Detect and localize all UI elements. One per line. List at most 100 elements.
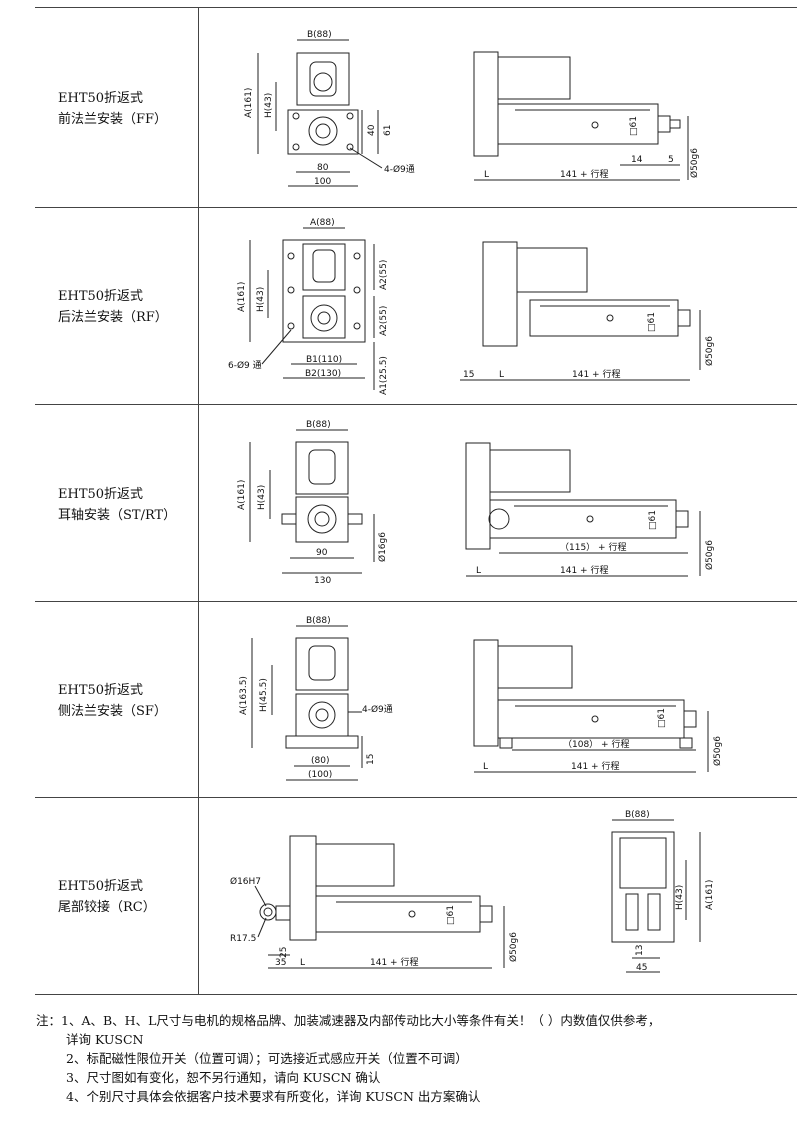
rod-end — [669, 119, 681, 129]
mount-hole — [353, 286, 361, 294]
dim-label: A(161) — [244, 88, 254, 118]
motor-body — [489, 449, 571, 493]
side-foot — [679, 737, 693, 749]
row-label-st: EHT50折返式 耳轴安装（ST/RT） — [58, 484, 176, 526]
rod — [675, 510, 689, 528]
trunnion-pin — [281, 513, 297, 525]
rod-inner-circle — [317, 311, 331, 325]
row-title: EHT50折返式 — [58, 91, 144, 106]
dim-label: （108） + 行程 — [563, 738, 629, 750]
rod — [657, 115, 671, 133]
motor-body — [516, 247, 588, 293]
leader-line — [257, 917, 267, 938]
dim-label: L — [483, 762, 488, 772]
dim-label: 80 — [317, 163, 329, 173]
rc-side-view — [254, 835, 505, 969]
dim-label: 130 — [314, 576, 331, 586]
clevis-eye — [259, 903, 277, 921]
dim-label: □61 — [648, 510, 658, 530]
motor-connector — [308, 645, 336, 681]
dim-label: 6-Ø9 通 — [228, 360, 262, 371]
note-2: 2、标配磁性限位开关（位置可调）；可选接近式感应开关（位置不可调） — [66, 1051, 468, 1066]
side-foot — [499, 737, 513, 749]
dim-label: 4-Ø9通 — [384, 164, 415, 175]
notes-section: 注：1、A、B、H、L尺寸与电机的规格品牌、加装减速器及内部传动比大小等条件有关… — [36, 1011, 660, 1106]
dim-label: 45 — [636, 963, 647, 973]
dim-label: 14 — [631, 155, 643, 165]
note-1-cont: 详询 KUSCN — [66, 1032, 144, 1047]
dim-label: B(88) — [307, 30, 332, 40]
dim-label: L — [300, 958, 305, 968]
dim-label: L — [484, 170, 489, 180]
table-border-top — [35, 7, 797, 8]
rod-inner-circle — [314, 511, 330, 527]
dim-label: □61 — [657, 708, 667, 728]
dim-label: 15 — [366, 754, 376, 765]
sensor-screw — [591, 121, 599, 129]
row-label-rc: EHT50折返式 尾部铰接（RC） — [58, 876, 156, 918]
dim-label: 40 — [367, 124, 377, 136]
flange — [473, 51, 499, 157]
st-front-view — [249, 429, 375, 574]
dim-label: 141 + 行程 — [560, 168, 608, 180]
dim-label: A1(25.5) — [379, 356, 389, 395]
row-mount-type: 耳轴安装（ST/RT） — [58, 508, 177, 523]
rf-side-view — [460, 241, 701, 381]
dim-label: B2(130) — [305, 369, 341, 379]
row-mount-type: 后法兰安装（RF） — [58, 310, 168, 325]
dim-label: Ø50g6 — [508, 932, 519, 962]
motor-box — [296, 52, 350, 106]
dim-label: Ø50g6 — [689, 148, 700, 178]
dim-label: 141 + 行程 — [370, 956, 418, 968]
rod-circle — [307, 504, 337, 534]
rod — [479, 905, 493, 923]
dim-label: L — [499, 370, 504, 380]
dim-label: Ø16H7 — [230, 876, 261, 887]
dim-label: (80) — [311, 756, 329, 766]
dim-label: 15 — [463, 370, 474, 380]
mount-hole — [346, 112, 354, 120]
sensor-screw — [591, 715, 599, 723]
leader-line — [261, 329, 292, 365]
motor-body — [497, 56, 571, 100]
dim-label: A2(55) — [379, 260, 389, 290]
dim-label: 5 — [668, 155, 674, 165]
motor-body — [315, 843, 395, 887]
row-mount-type: 前法兰安装（FF） — [58, 112, 168, 127]
mount-hole — [346, 143, 354, 151]
dim-label: L — [476, 566, 481, 576]
dim-label: B(88) — [625, 810, 650, 820]
dim-label: H(43) — [257, 485, 267, 510]
row-mount-type: 尾部铰接（RC） — [58, 900, 156, 915]
row-divider — [35, 601, 797, 602]
end-plate — [289, 835, 317, 941]
ff-front-view — [257, 39, 383, 187]
mount-hole — [287, 322, 295, 330]
row-title: EHT50折返式 — [58, 879, 144, 894]
rod-circle — [308, 701, 336, 729]
flange-plate — [282, 239, 366, 343]
technical-drawings: B(88) A(161) H(43) 40 61 80 100 4-Ø9通 L … — [228, 30, 723, 973]
dim-label: □61 — [446, 905, 456, 925]
sensor-screw — [606, 314, 614, 322]
note-3: 3、尺寸图如有变化，恕不另行通知，请向 KUSCN 确认 — [66, 1070, 381, 1085]
dim-label: A2(55) — [379, 306, 389, 336]
end-plate — [465, 442, 491, 550]
dim-label: 141 + 行程 — [571, 760, 619, 772]
clevis-body — [275, 905, 291, 921]
clevis-hole — [263, 907, 273, 917]
mount-hole — [353, 322, 361, 330]
dim-label: H(43) — [256, 287, 266, 312]
row-title: EHT50折返式 — [58, 683, 144, 698]
rod-circle — [308, 116, 338, 146]
leader-line — [349, 147, 383, 169]
motor-box — [619, 837, 667, 889]
dim-label: H(45.5) — [259, 678, 269, 712]
rod-box — [295, 693, 349, 737]
row-divider — [35, 207, 797, 208]
leader-line — [254, 885, 267, 907]
mount-hole — [292, 143, 300, 151]
dim-label: Ø50g6 — [704, 336, 715, 366]
end-plate — [473, 639, 499, 747]
